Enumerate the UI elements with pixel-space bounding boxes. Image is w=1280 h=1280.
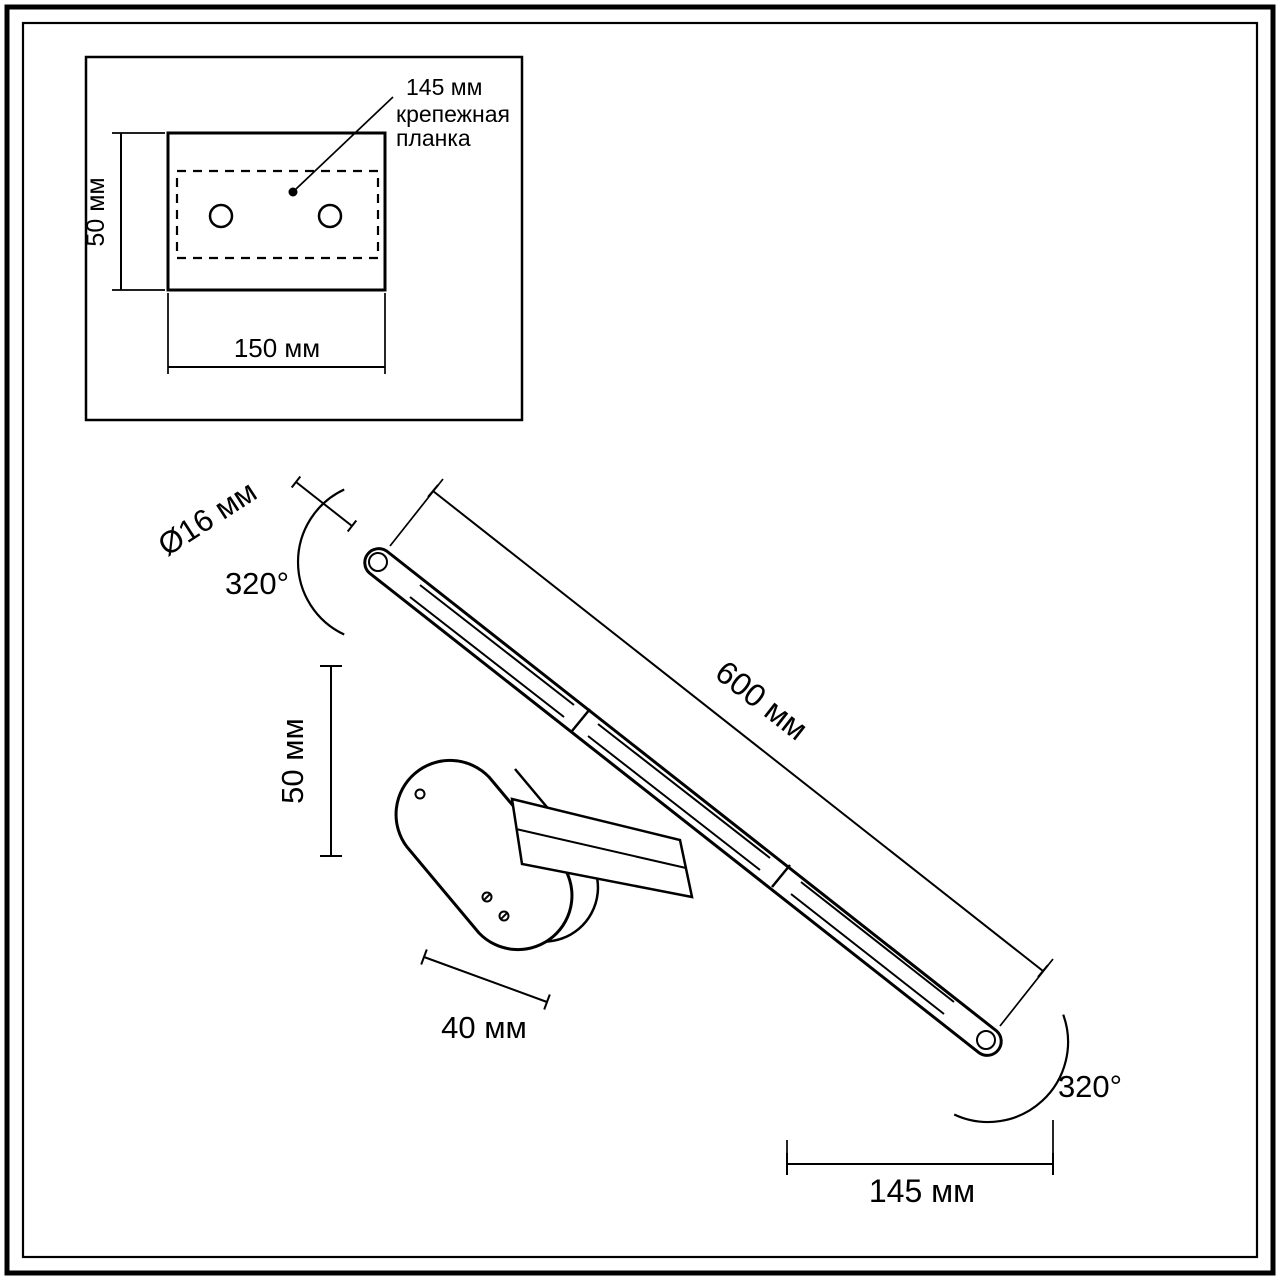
rotation-top-label: 320° [225, 566, 289, 601]
leader-line [295, 96, 394, 190]
dimension-600: 600 мм [389, 478, 1054, 1027]
tube-joint-line [771, 864, 791, 888]
rotation-arc-bottom: 320° [953, 1014, 1122, 1124]
inset-hole-distance-label: 145 мм [406, 74, 482, 100]
rotation-bottom-label: 320° [1058, 1069, 1122, 1104]
dimension-40: 40 мм [420, 949, 551, 1045]
mounting-hole-right [317, 203, 343, 229]
bracket-front-plate [394, 758, 574, 952]
tube-lens-line [409, 596, 565, 718]
bracket-height-label: 50 мм [275, 718, 310, 804]
tube-end-cap-top [368, 552, 388, 572]
end-offset-label: 145 мм [869, 1173, 975, 1209]
inset-height-label: 50 мм [82, 177, 110, 246]
leader-dot [288, 187, 298, 197]
tube-lens-line [790, 893, 945, 1015]
inner-frame [21, 21, 1259, 1259]
inset-box [84, 55, 524, 422]
tube-lens-line [800, 881, 955, 1003]
mounting-bar-dashed-outline [175, 169, 380, 260]
lamp-drawing: 600 мм Ø16 мм 320° 50 мм 40 мм [152, 474, 1122, 1209]
inset-width-label: 150 мм [234, 333, 320, 363]
bracket-screw-2 [498, 910, 510, 922]
mounting-hole-left [208, 203, 234, 229]
bracket-arm-fold-line [515, 828, 687, 869]
bracket-screw-hole [414, 788, 426, 800]
rotation-arc-top: 320° [225, 488, 345, 636]
bracket-screw-1 [481, 891, 493, 903]
tube-diameter-label: Ø16 мм [152, 474, 263, 563]
dimension-50: 50 мм [275, 665, 342, 857]
lamp-tube [363, 547, 1003, 1057]
tube-length-label: 600 мм [709, 653, 815, 747]
dimension-diameter: Ø16 мм [152, 474, 358, 563]
tube-joint-line [571, 708, 591, 732]
dimension-145: 145 мм [786, 1120, 1054, 1209]
bracket-width-label: 40 мм [441, 1010, 527, 1045]
outer-frame [4, 4, 1276, 1276]
tube-lens-line [587, 735, 761, 871]
tube-lens-line [597, 723, 771, 859]
mounting-plate-inset: 145 мм крепежная планка 50 мм 150 мм [82, 55, 524, 422]
inset-plate-label-line1: крепежная [396, 101, 510, 127]
mounting-plate-outline [166, 131, 387, 292]
tube-end-cap-bottom [976, 1030, 996, 1050]
tube-lens-line [419, 584, 575, 706]
inset-plate-label-line2: планка [396, 125, 471, 151]
